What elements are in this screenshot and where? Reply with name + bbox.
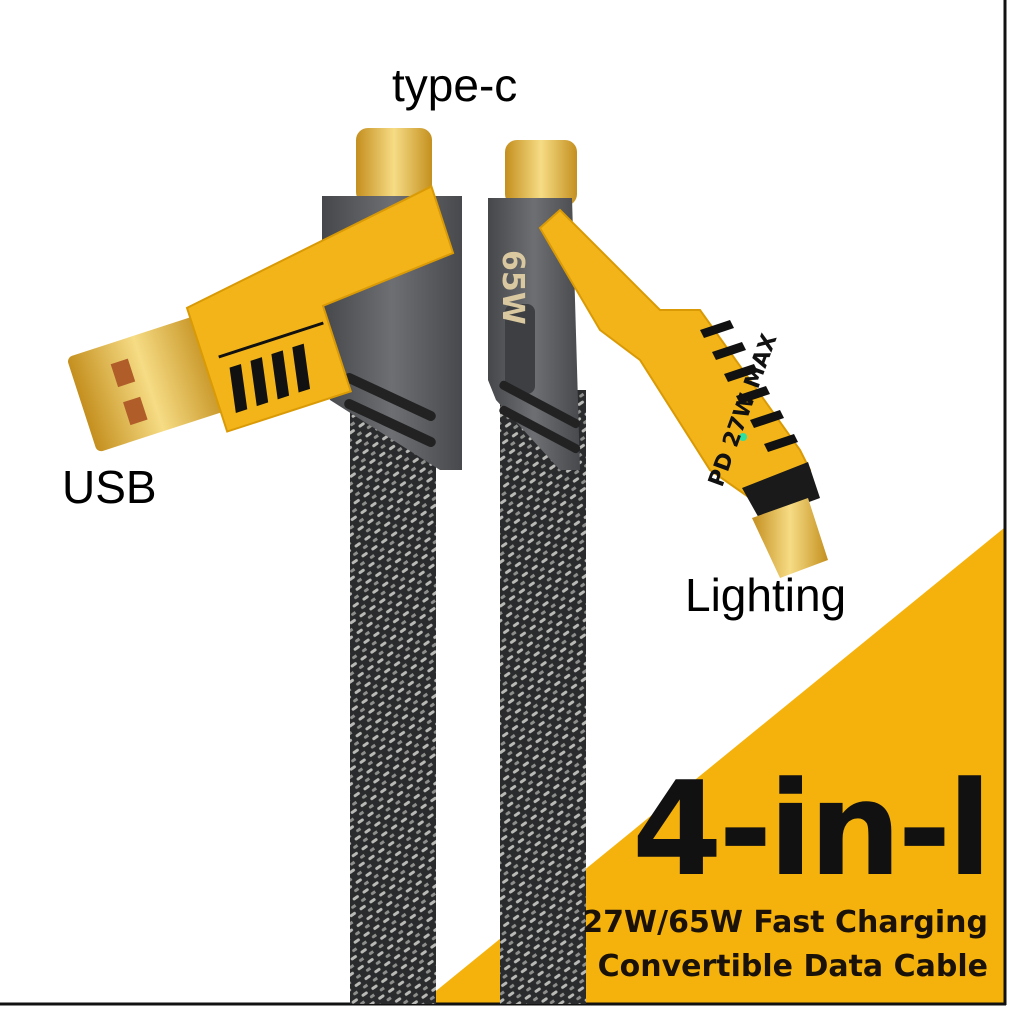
right-cable — [500, 390, 586, 1004]
banner-subtitle-line2: Convertible Data Cable — [597, 949, 988, 984]
lightning-connector: PD 27W MAX — [538, 208, 828, 578]
usb-label: USB — [62, 461, 157, 513]
left-cable — [350, 390, 436, 1004]
usb-connector — [68, 185, 455, 452]
right-housing: 65W — [488, 198, 581, 470]
right-housing-marking: 65W — [495, 250, 530, 325]
banner-subtitle-line1: 27W/65W Fast Charging — [582, 905, 988, 940]
left-typec-tip — [356, 128, 432, 204]
type-c-label: type-c — [392, 59, 518, 111]
right-typec-tip — [505, 140, 577, 206]
lightning-label: Lighting — [685, 569, 847, 621]
banner-title: 4-in-l — [631, 753, 992, 905]
